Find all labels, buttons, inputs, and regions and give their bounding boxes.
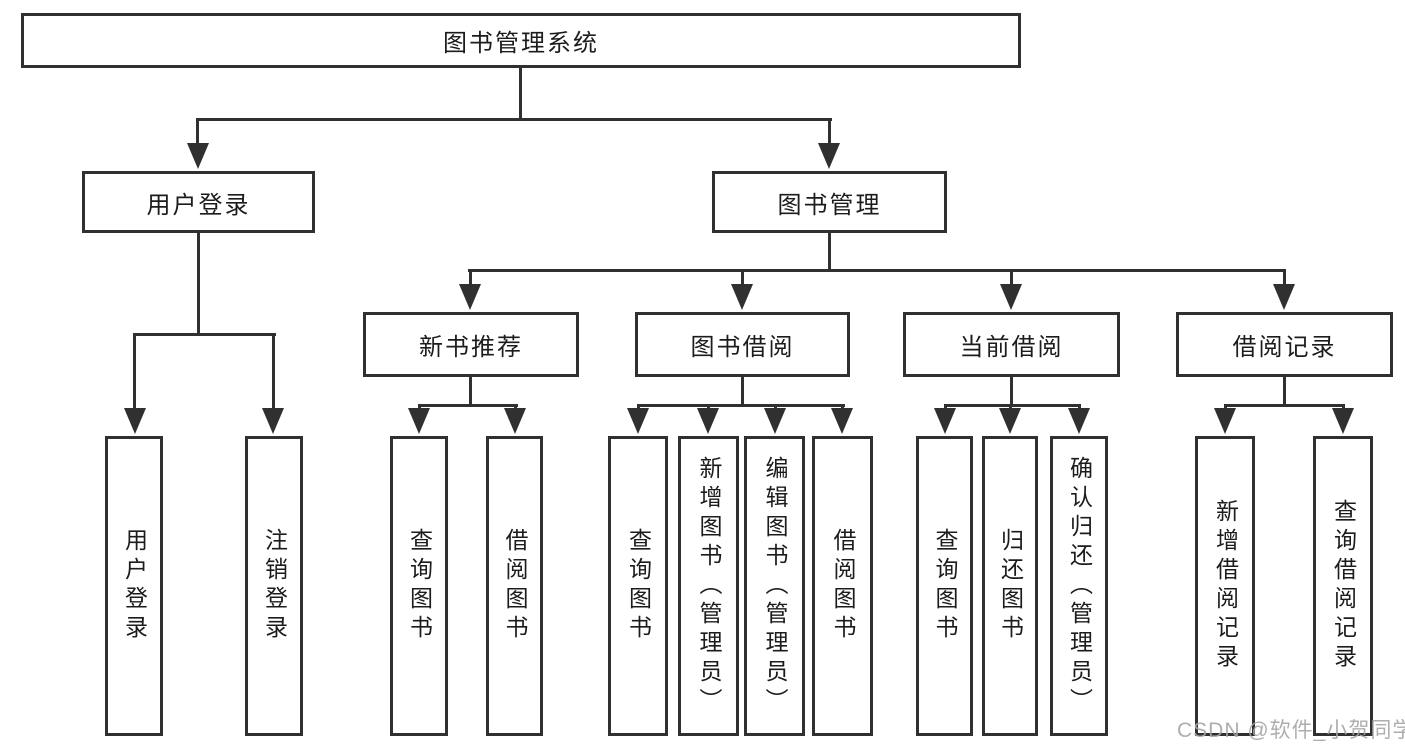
arrow-down-icon [187, 143, 209, 169]
connector-line [1342, 404, 1345, 410]
connector-line [1009, 404, 1012, 410]
leaf-add-book-admin: 新增图书（管理员） [678, 436, 739, 736]
connector-line [707, 404, 710, 410]
leaf-query-books-recommend: 查询图书 [390, 436, 448, 736]
connector-line [1283, 269, 1286, 287]
arrow-down-icon [627, 408, 649, 434]
csdn-watermark: CSDN @软件_小贺同学 [1177, 719, 1405, 742]
leaf-confirm-return-admin: 确认归还（管理员） [1050, 436, 1108, 736]
arrow-down-icon [831, 408, 853, 434]
leaf-query-borrow-record: 查询借阅记录 [1313, 436, 1373, 736]
connector-line [468, 269, 1286, 272]
arrow-down-icon [1000, 284, 1022, 310]
leaf-borrow-books: 借阅图书 [812, 436, 873, 736]
arrow-down-icon [934, 408, 956, 434]
connector-line [828, 118, 831, 146]
connector-line [944, 404, 947, 410]
connector-line [1010, 377, 1013, 407]
connector-line [133, 333, 136, 411]
connector-line [469, 269, 472, 287]
arrow-down-icon [262, 408, 284, 434]
connector-line [841, 404, 844, 410]
node-user-login: 用户登录 [82, 171, 315, 233]
connector-line [1010, 269, 1013, 287]
connector-line [1078, 404, 1081, 410]
connector-line [741, 269, 744, 287]
node-borrowing-records: 借阅记录 [1176, 312, 1393, 377]
arrow-down-icon [124, 408, 146, 434]
node-new-book-recommendation: 新书推荐 [363, 312, 579, 377]
node-current-borrowing: 当前借阅 [903, 312, 1120, 377]
arrow-down-icon [1332, 408, 1354, 434]
connector-line [197, 233, 200, 336]
connector-line [519, 68, 522, 121]
connector-line [418, 404, 421, 410]
connector-line [133, 333, 276, 336]
connector-line [1224, 404, 1345, 407]
arrow-down-icon [697, 408, 719, 434]
connector-line [944, 404, 1081, 407]
connector-line [196, 118, 199, 146]
arrow-down-icon [1273, 284, 1295, 310]
leaf-return-books: 归还图书 [982, 436, 1038, 736]
leaf-user-login: 用户登录 [105, 436, 163, 736]
arrow-down-icon [999, 408, 1021, 434]
arrow-down-icon [459, 284, 481, 310]
arrow-down-icon [1214, 408, 1236, 434]
node-book-management: 图书管理 [712, 171, 947, 233]
arrow-down-icon [818, 143, 840, 169]
arrow-down-icon [764, 408, 786, 434]
connector-line [196, 118, 832, 121]
arrow-down-icon [408, 408, 430, 434]
leaf-borrow-books-recommend: 借阅图书 [486, 436, 543, 736]
connector-line [1224, 404, 1227, 410]
connector-line [637, 404, 640, 410]
connector-line [828, 233, 831, 272]
connector-line [1283, 377, 1286, 407]
arrow-down-icon [504, 408, 526, 434]
node-system-root: 图书管理系统 [21, 13, 1021, 68]
connector-line [741, 377, 744, 407]
connector-line [637, 404, 845, 407]
leaf-edit-book-admin: 编辑图书（管理员） [744, 436, 805, 736]
connector-line [469, 377, 472, 407]
leaf-query-books-current: 查询图书 [916, 436, 973, 736]
leaf-query-books-borrowing: 查询图书 [608, 436, 668, 736]
connector-line [514, 404, 517, 410]
arrow-down-icon [1068, 408, 1090, 434]
connector-line [418, 404, 518, 407]
connector-line [774, 404, 777, 410]
connector-line [272, 333, 275, 411]
leaf-logout: 注销登录 [245, 436, 303, 736]
node-book-borrowing: 图书借阅 [635, 312, 850, 377]
leaf-add-borrow-record: 新增借阅记录 [1195, 436, 1255, 736]
arrow-down-icon [731, 284, 753, 310]
